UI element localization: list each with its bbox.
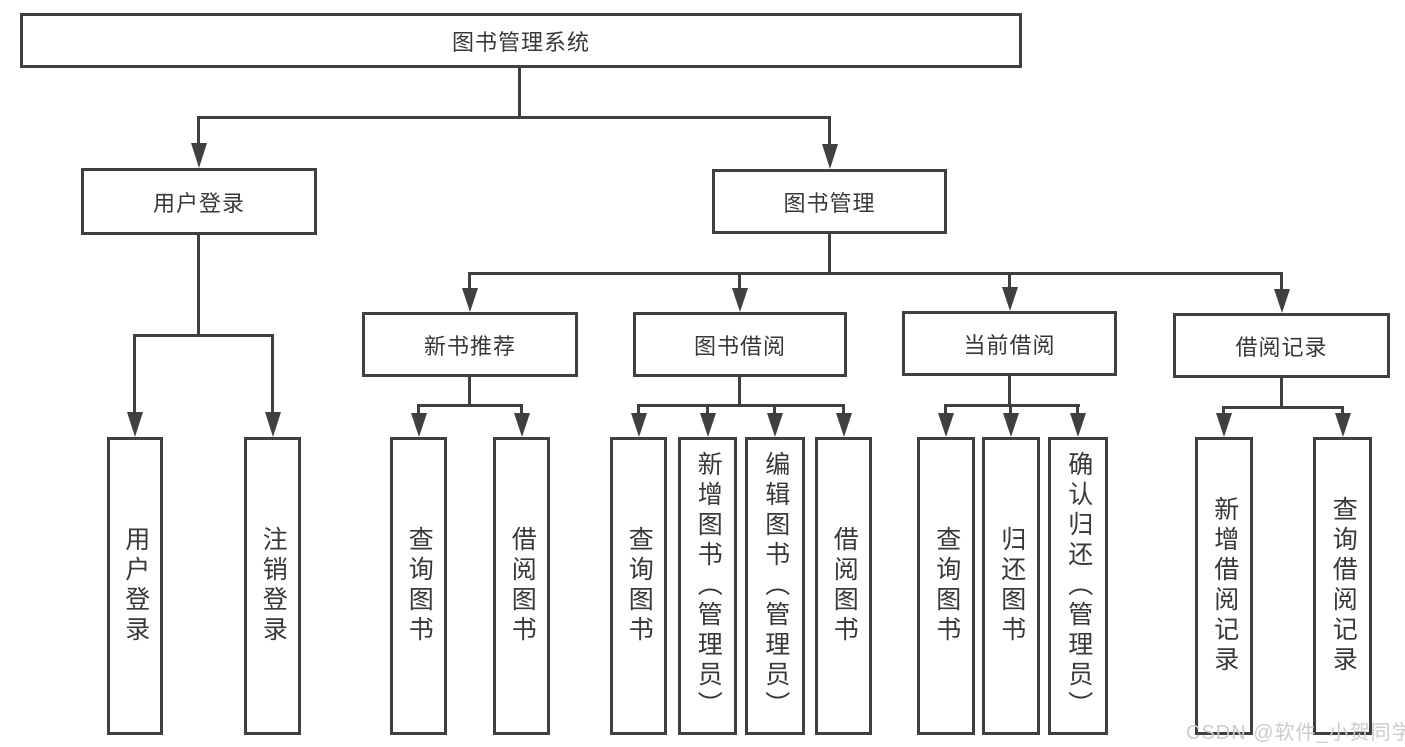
connector-vline: [828, 234, 831, 275]
connector-vline: [1008, 272, 1011, 290]
leaf-confirm-return-admin: 确认归还（管理员）: [1048, 437, 1108, 735]
arrowhead-down: [514, 413, 530, 437]
leaf-label: 查询图书: [625, 526, 654, 646]
node-label: 图书借阅: [693, 333, 786, 359]
connector-vline: [518, 68, 521, 118]
node-label: 图书管理系统: [451, 29, 590, 55]
connector-hline: [197, 116, 831, 119]
leaf-add-borrow-record: 新增借阅记录: [1195, 437, 1253, 735]
arrowhead-down: [1002, 287, 1018, 311]
connector-hline: [417, 404, 523, 407]
node-book-borrowing: 图书借阅: [633, 312, 847, 377]
arrowhead-down: [1070, 413, 1086, 437]
connector-vline: [828, 116, 831, 146]
leaf-add-book-admin: 新增图书（管理员）: [678, 437, 737, 735]
arrowhead-down: [127, 412, 143, 437]
leaf-label: 归还图书: [997, 526, 1026, 646]
leaf-label: 确认归还（管理员）: [1064, 451, 1093, 721]
arrowhead-down: [1335, 413, 1351, 437]
leaf-borrow-books: 借阅图书: [815, 437, 872, 735]
node-library-management-system: 图书管理系统: [20, 13, 1022, 68]
node-borrowing-records: 借阅记录: [1173, 313, 1390, 378]
connector-hline: [468, 272, 1282, 275]
leaf-label: 用户登录: [121, 526, 150, 646]
connector-vline: [944, 404, 947, 415]
leaf-query-books-borrow: 查询图书: [610, 437, 667, 735]
arrowhead-down: [732, 288, 748, 312]
connector-vline: [197, 116, 200, 146]
leaf-label: 借阅图书: [508, 526, 537, 646]
connector-vline: [1280, 378, 1283, 409]
leaf-label: 编辑图书（管理员）: [761, 451, 790, 721]
connector-vline: [468, 272, 471, 290]
arrowhead-down: [1003, 413, 1019, 437]
connector-vline: [1076, 404, 1079, 415]
connector-hline: [133, 334, 274, 337]
node-label: 用户登录: [152, 190, 245, 216]
connector-vline: [1009, 404, 1012, 415]
connector-vline: [468, 377, 471, 407]
connector-vline: [738, 377, 741, 407]
leaf-label: 注销登录: [259, 526, 288, 646]
connector-vline: [773, 404, 776, 415]
node-label: 新书推荐: [423, 333, 516, 359]
leaf-label: 新增借阅记录: [1210, 496, 1239, 676]
node-book-management: 图书管理: [712, 169, 947, 234]
connector-vline: [842, 404, 845, 415]
node-label: 图书管理: [783, 190, 876, 216]
leaf-label: 新增图书（管理员）: [694, 451, 723, 721]
connector-vline: [271, 334, 274, 412]
leaf-edit-book-admin: 编辑图书（管理员）: [745, 437, 805, 735]
leaf-query-borrow-record: 查询借阅记录: [1313, 437, 1372, 735]
arrowhead-down: [822, 144, 838, 169]
leaf-borrow-books-recommend: 借阅图书: [493, 437, 550, 735]
node-current-borrowing: 当前借阅: [902, 311, 1117, 376]
arrowhead-down: [836, 413, 852, 437]
arrowhead-down: [265, 412, 281, 437]
node-new-book-recommendation: 新书推荐: [362, 312, 578, 377]
arrowhead-down: [938, 413, 954, 437]
leaf-query-books-current: 查询图书: [917, 437, 975, 735]
connector-hline: [637, 404, 845, 407]
arrowhead-down: [1274, 289, 1290, 313]
connector-vline: [1222, 406, 1225, 415]
leaf-label: 借阅图书: [830, 526, 859, 646]
arrowhead-down: [767, 413, 783, 437]
leaf-label: 查询图书: [405, 526, 434, 646]
node-label: 借阅记录: [1235, 334, 1328, 360]
arrowhead-down: [411, 413, 427, 437]
leaf-logout: 注销登录: [244, 437, 301, 735]
connector-vline: [133, 334, 136, 412]
connector-vline: [1280, 272, 1283, 292]
arrowhead-down: [700, 413, 716, 437]
connector-vline: [197, 235, 200, 337]
leaf-label: 查询借阅记录: [1329, 496, 1358, 676]
connector-hline: [944, 404, 1080, 407]
connector-vline: [706, 404, 709, 415]
connector-vline: [1008, 376, 1011, 407]
leaf-query-books-recommend: 查询图书: [390, 437, 447, 735]
connector-vline: [417, 404, 420, 415]
leaf-label: 查询图书: [932, 526, 961, 646]
arrowhead-down: [1216, 413, 1232, 437]
leaf-user-login: 用户登录: [107, 437, 163, 735]
connector-hline: [1222, 406, 1344, 409]
connector-vline: [520, 404, 523, 415]
connector-vline: [738, 272, 741, 290]
node-label: 当前借阅: [963, 332, 1056, 358]
connector-vline: [1341, 406, 1344, 415]
connector-vline: [637, 404, 640, 415]
csdn-watermark: CSDN @软件_小贺同学: [1186, 722, 1405, 744]
arrowhead-down: [191, 143, 207, 168]
leaf-return-books: 归还图书: [982, 437, 1040, 735]
node-user-login: 用户登录: [81, 168, 317, 235]
arrowhead-down: [462, 288, 478, 312]
arrowhead-down: [631, 413, 647, 437]
